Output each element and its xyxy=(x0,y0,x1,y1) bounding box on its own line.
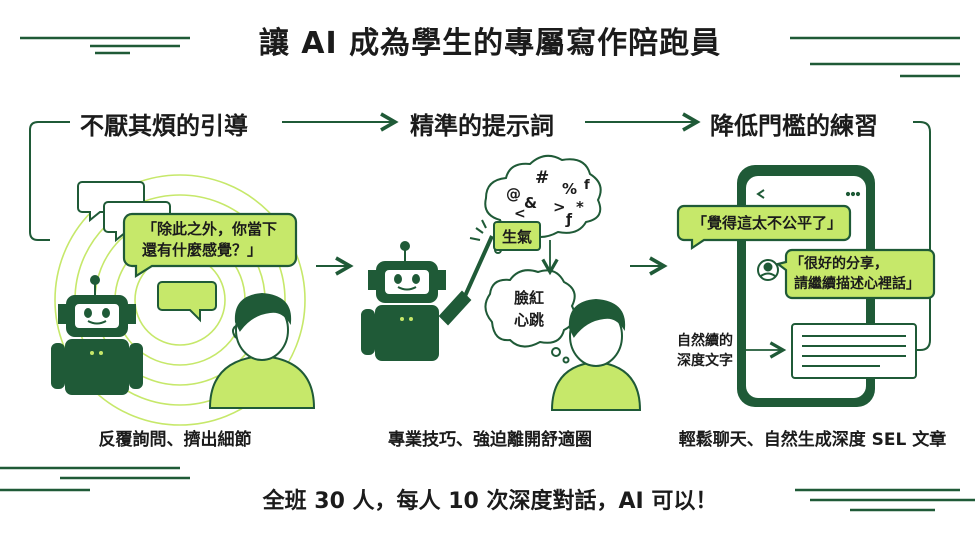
robot-2 xyxy=(361,219,494,361)
footer-statement: 全班 30 人，每人 10 次深度對話，AI 可以！ xyxy=(262,489,718,514)
caption-guidance: 反覆詢問、擠出細節 xyxy=(98,430,252,450)
student-2 xyxy=(550,298,642,411)
robot-1 xyxy=(51,275,143,395)
caption-practice: 輕鬆聊天、自然生成深度 SEL 文章 xyxy=(678,430,947,450)
thought-line-1: 臉紅 xyxy=(514,289,545,307)
text-document xyxy=(791,323,917,379)
symbol-less-than: < xyxy=(514,206,526,222)
symbol-asterisk: * xyxy=(576,198,584,216)
symbol-ampersand: & xyxy=(524,194,538,212)
thought-cloud xyxy=(484,269,576,364)
student-chat-text: 「覺得這太不公平了」 xyxy=(692,214,843,232)
ai-chat-bubble xyxy=(775,248,936,300)
page-title: 讓 AI 成為學生的專屬寫作陪跑員 xyxy=(258,26,722,61)
symbol-fhook: ƒ xyxy=(566,212,573,228)
section-heading-practice: 降低門檻的練習 xyxy=(710,112,878,140)
ai-chat-line-2: 請繼續描述心裡話」 xyxy=(794,276,920,292)
symbol-f: f xyxy=(584,178,590,193)
footer-decor-lines xyxy=(0,466,975,512)
question-line-1: 「除此之外，你當下 xyxy=(142,220,278,238)
student-1 xyxy=(208,292,316,409)
caption-prompts: 專業技巧、強迫離開舒適圈 xyxy=(388,430,592,450)
heading-connectors xyxy=(29,112,931,351)
ai-avatar xyxy=(757,259,779,281)
symbol-percent: % xyxy=(562,180,578,198)
student-chat-bubble xyxy=(676,204,852,251)
ai-chat-line-1: 「很好的分享， xyxy=(790,256,888,272)
output-label-line-2: 深度文字 xyxy=(677,353,733,369)
thought-line-2: 心跳 xyxy=(514,311,545,329)
symbol-at: @ xyxy=(506,185,521,203)
prompt-tag xyxy=(493,221,541,251)
symbol-hash: # xyxy=(535,168,550,188)
symbol-greater-than: > xyxy=(553,198,566,216)
output-label-line-1: 自然續的 xyxy=(677,333,733,349)
lime-bubble xyxy=(157,281,217,323)
question-line-2: 還有什麼感覺？」 xyxy=(142,241,263,259)
title-decor-lines xyxy=(20,36,960,78)
section-heading-guidance: 不厭其煩的引導 xyxy=(80,112,248,140)
section-heading-prompts: 精準的提示詞 xyxy=(410,112,554,140)
prompt-tag-label: 生氣 xyxy=(502,228,533,246)
question-bubble xyxy=(122,212,298,278)
